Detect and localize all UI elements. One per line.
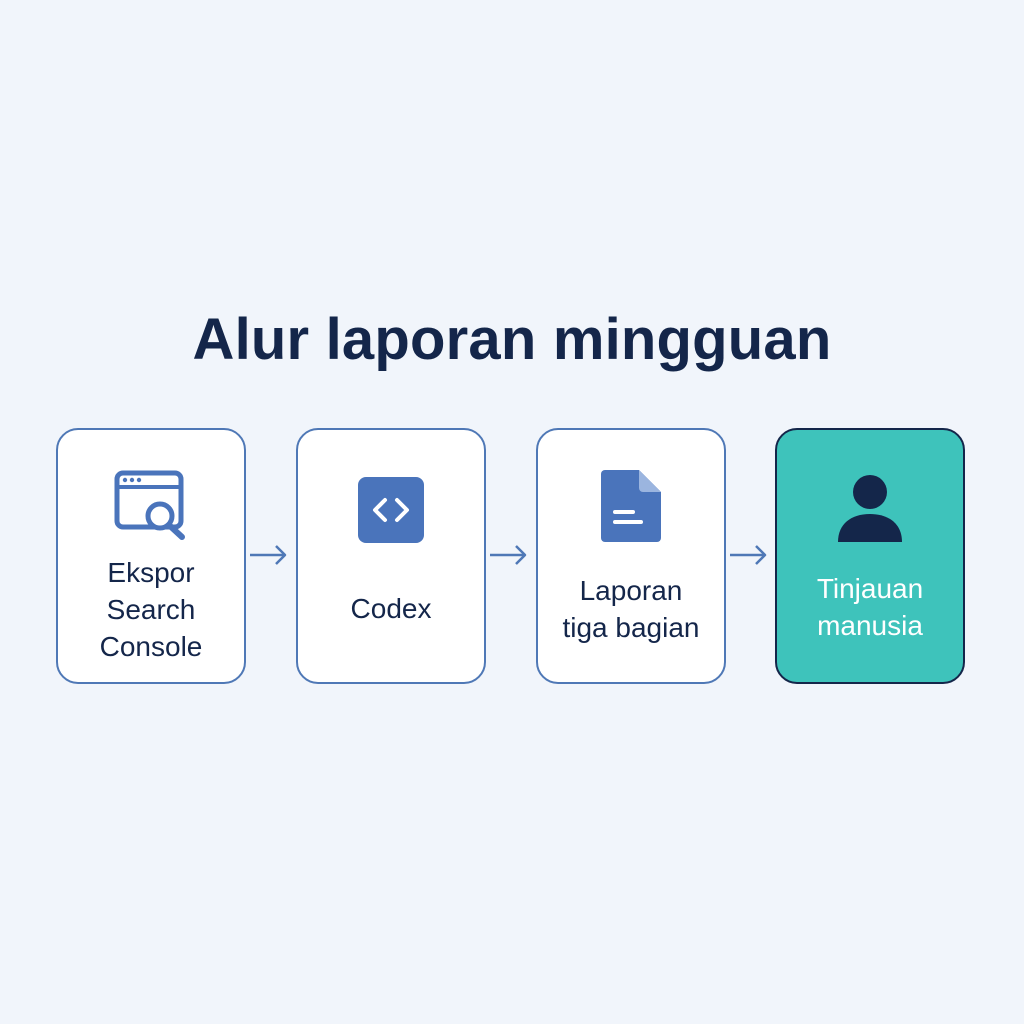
step-label: Codex <box>350 593 432 624</box>
arrow-right-icon <box>730 545 767 565</box>
step-label: Ekspor Search Console <box>99 557 203 662</box>
document-icon <box>538 468 724 544</box>
arrow-right-icon <box>490 545 527 565</box>
step-label: Tinjauan manusia <box>816 573 924 641</box>
person-icon <box>777 472 963 546</box>
step-card-codex: Codex <box>296 428 486 684</box>
diagram-title: Alur laporan mingguan <box>192 307 832 372</box>
step-card-search-console-export: Ekspor Search Console <box>56 428 246 684</box>
arrow-right-icon <box>250 545 287 565</box>
step-card-three-part-report: Laporan tiga bagian <box>536 428 726 684</box>
step-card-human-review: Tinjauan manusia <box>775 428 965 684</box>
step-label: Laporan tiga bagian <box>562 575 700 643</box>
browser-search-icon <box>58 470 244 540</box>
code-icon <box>298 476 484 544</box>
